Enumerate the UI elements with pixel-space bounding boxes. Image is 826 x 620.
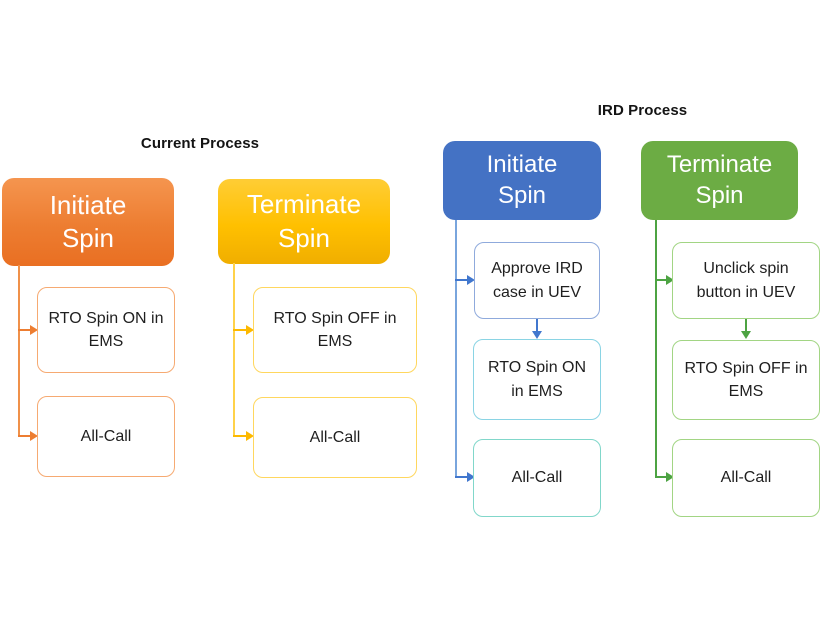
arrowhead-down-icon (532, 331, 542, 339)
ird-terminate-spin-parent-box: Terminate Spin (641, 141, 798, 220)
connector-rail (18, 265, 20, 437)
current-initiate-spin-parent-box: Initiate Spin (2, 178, 174, 266)
connector-branch (233, 435, 246, 437)
connector-branch (655, 279, 666, 281)
ird-initiate-spin-parent-box: Initiate Spin (443, 141, 601, 220)
step-box-rto-spin-off: RTO Spin OFF in EMS (672, 340, 820, 420)
step-box-unclick-spin: Unclick spin button in UEV (672, 242, 820, 319)
connector-branch (455, 279, 467, 281)
connector-branch (18, 329, 30, 331)
current-process-heading: Current Process (140, 135, 260, 152)
connector-down (745, 319, 747, 331)
connector-branch (655, 476, 666, 478)
connector-rail (655, 220, 657, 478)
arrowhead-down-icon (741, 331, 751, 339)
arrowhead-right-icon (30, 325, 38, 335)
step-box-approve-ird: Approve IRD case in UEV (474, 242, 600, 319)
step-box-rto-spin-on: RTO Spin ON in EMS (37, 287, 175, 373)
step-box-all-call: All-Call (672, 439, 820, 517)
connector-branch (455, 476, 467, 478)
arrowhead-right-icon (246, 431, 254, 441)
connector-branch (18, 435, 30, 437)
arrowhead-right-icon (467, 275, 475, 285)
connector-rail (455, 220, 457, 478)
step-box-all-call: All-Call (37, 396, 175, 477)
step-box-all-call: All-Call (473, 439, 601, 517)
arrowhead-right-icon (467, 472, 475, 482)
arrowhead-right-icon (30, 431, 38, 441)
step-box-rto-spin-off: RTO Spin OFF in EMS (253, 287, 417, 373)
ird-process-heading: IRD Process (597, 102, 688, 119)
connector-branch (233, 329, 246, 331)
connector-rail (233, 263, 235, 437)
step-box-rto-spin-on: RTO Spin ON in EMS (473, 339, 601, 420)
current-terminate-spin-parent-box: Terminate Spin (218, 179, 390, 264)
connector-down (536, 319, 538, 331)
arrowhead-right-icon (246, 325, 254, 335)
arrowhead-right-icon (666, 275, 674, 285)
step-box-all-call: All-Call (253, 397, 417, 478)
arrowhead-right-icon (666, 472, 674, 482)
